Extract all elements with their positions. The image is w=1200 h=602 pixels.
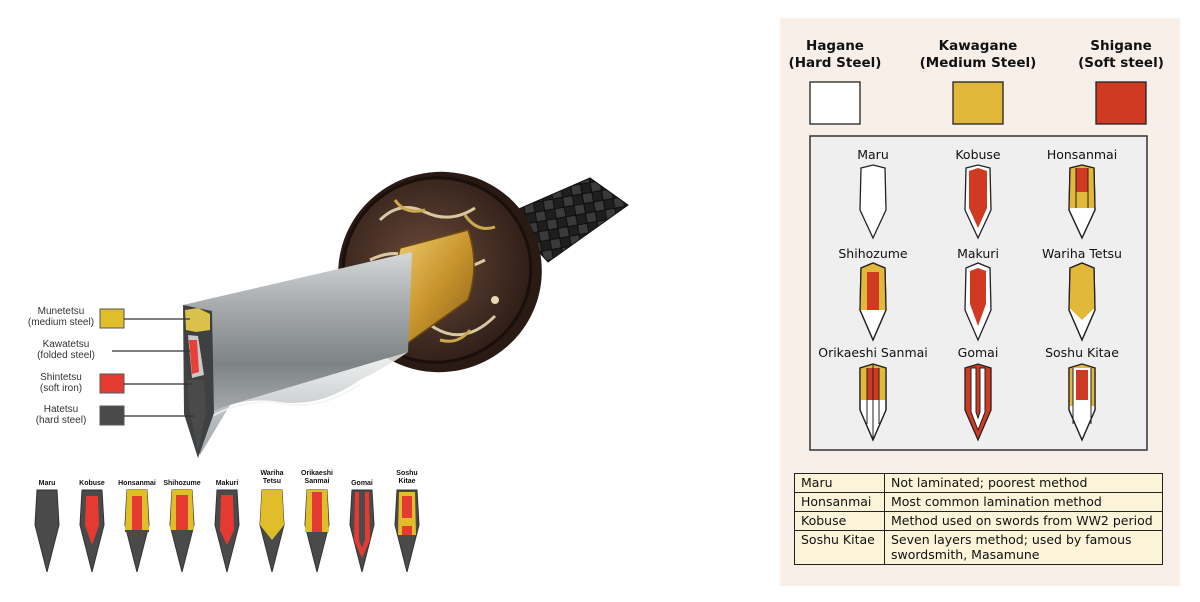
legend-hagane-title: Hagane [806, 38, 864, 54]
callout-hatetsu: Hatetsu (hard steel) [22, 404, 100, 426]
table-cell-description: Method used on swords from WW2 period [884, 511, 1163, 531]
legend-shigane-sub: (Soft steel) [1078, 55, 1164, 71]
left-sections [34, 489, 420, 573]
left-section-makuri [214, 489, 240, 573]
left-section-wariha-tetsu [259, 489, 285, 573]
lamination-table: Maru Not laminated; poorest method Honsa… [794, 473, 1163, 565]
left-method-label: Honsanmai [114, 480, 160, 488]
callout-hatetsu-name: Hatetsu [43, 404, 79, 415]
right-section-honsanmai [1068, 164, 1096, 240]
callout-munetetsu-name: Munetetsu [37, 306, 85, 317]
section-name: Orikaeshi Sanmai [818, 345, 928, 360]
left-section-maru [34, 489, 60, 573]
left-method-label: Kobuse [69, 480, 115, 488]
layer-callouts [99, 308, 194, 426]
left-section-honsanmai [124, 489, 150, 573]
table-cell-description: Most common lamination method [884, 492, 1163, 512]
table-row: Maru Not laminated; poorest method [794, 473, 1163, 493]
left-method-label-line1: Gomai [351, 480, 373, 487]
legend-hagane-sub: (Hard Steel) [788, 55, 882, 71]
table-cell-method: Maru [794, 473, 885, 493]
left-method-label-line1: Honsanmai [118, 480, 156, 487]
left-section-orikaeshi-sanmai [304, 489, 330, 573]
callout-shintetsu-sub: (soft iron) [39, 383, 83, 394]
right-section-maru [859, 164, 887, 240]
right-section-orikaeshi-sanmai [859, 363, 887, 442]
callout-kawatetsu-name: Kawatetsu [42, 339, 90, 350]
katana-blade [183, 252, 412, 458]
legend-hagane: Hagane (Hard Steel) [770, 38, 900, 72]
section-name: Makuri [957, 246, 999, 261]
legend-kawagane: Kawagane (Medium Steel) [913, 38, 1043, 72]
right-section-gomai [964, 363, 992, 442]
left-method-label-line2: Kitae [398, 478, 416, 485]
shintetsu-swatch [99, 373, 125, 394]
section-name: Honsanmai [1046, 147, 1118, 162]
left-section-soshu-kitae [394, 489, 420, 573]
left-method-label-line2: Tetsu [262, 478, 282, 485]
left-method-label: Maru [24, 480, 70, 488]
legend-shigane: Shigane (Soft steel) [1056, 38, 1186, 72]
left-method-label-line2: Sanmai [304, 478, 330, 485]
left-method-label: Gomai [339, 480, 385, 488]
right-section-makuri [964, 262, 992, 342]
left-section-shihozume [169, 489, 195, 573]
callout-kawatetsu: Kawatetsu (folded steel) [22, 339, 110, 361]
legend-shigane-title: Shigane [1090, 38, 1152, 54]
legend-kawagane-title: Kawagane [938, 38, 1018, 54]
right-section-shihozume [859, 262, 887, 342]
table-cell-description: Seven layers method; used by famous swor… [884, 530, 1163, 565]
callout-shintetsu-name: Shintetsu [40, 372, 82, 383]
left-section-kobuse [79, 489, 105, 573]
left-method-label-line1: Wariha [260, 470, 284, 477]
table-cell-description: Not laminated; poorest method [884, 473, 1163, 493]
left-method-label-line1: Shihozume [163, 480, 201, 487]
legend-swatch-hagane [809, 81, 861, 125]
hatetsu-swatch [99, 405, 125, 426]
right-section-soshu-kitae [1068, 363, 1096, 442]
left-method-label-line1: Makuri [215, 480, 239, 487]
table-cell-method: Honsanmai [794, 492, 885, 512]
table-cell-method: Kobuse [794, 511, 885, 531]
section-name: Soshu Kitae [1045, 345, 1119, 360]
left-section-gomai [349, 489, 375, 573]
callout-shintetsu: Shintetsu (soft iron) [22, 372, 100, 394]
left-method-label-line1: Maru [38, 480, 56, 487]
legend-kawagane-sub: (Medium Steel) [919, 55, 1037, 71]
munetetsu-swatch [99, 308, 125, 329]
left-method-label: Shihozume [159, 480, 205, 488]
legend-swatch-shigane [1095, 81, 1147, 125]
left-method-label-line1: Soshu [396, 470, 418, 477]
section-name: Shihozume [838, 246, 908, 261]
table-row: Soshu Kitae Seven layers method; used by… [794, 530, 1163, 565]
table-row: Honsanmai Most common lamination method [794, 492, 1163, 512]
legend-swatch-kawagane [952, 81, 1004, 125]
section-name: Wariha Tetsu [1042, 246, 1122, 261]
table-row: Kobuse Method used on swords from WW2 pe… [794, 511, 1163, 531]
right-section-wariha-tetsu [1068, 262, 1096, 342]
section-name: Maru [857, 147, 889, 162]
left-method-label-line1: Orikaeshi [301, 470, 333, 477]
right-section-kobuse [964, 164, 992, 240]
section-name: Gomai [957, 345, 999, 360]
callout-kawatetsu-sub: (folded steel) [37, 350, 95, 361]
left-method-label: Makuri [204, 480, 250, 488]
table-cell-method: Soshu Kitae [794, 530, 885, 565]
section-name: Kobuse [955, 147, 1001, 162]
callout-munetetsu-sub: (medium steel) [27, 317, 95, 328]
callout-hatetsu-sub: (hard steel) [35, 415, 87, 426]
left-method-label-line1: Kobuse [79, 480, 105, 487]
callout-munetetsu: Munetetsu (medium steel) [22, 306, 100, 328]
